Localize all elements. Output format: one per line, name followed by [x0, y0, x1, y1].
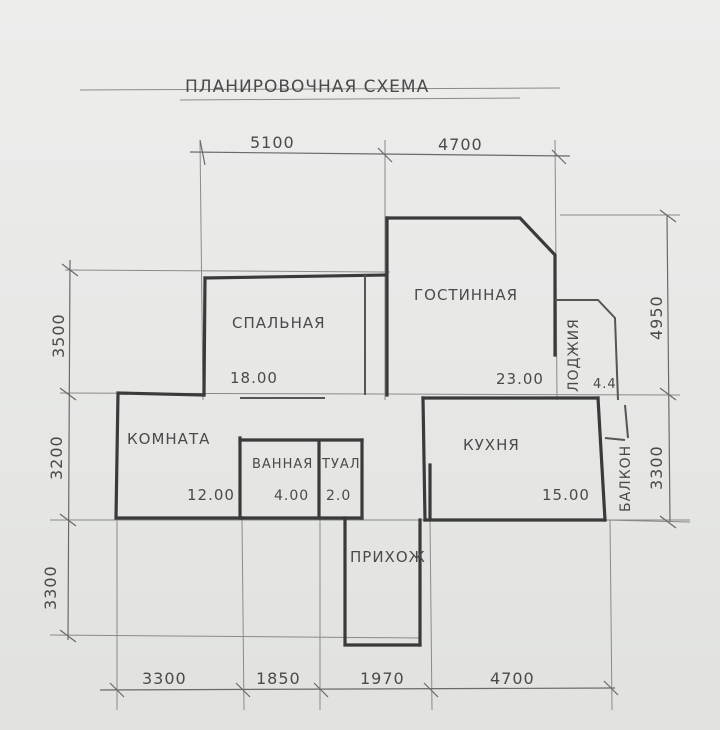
room-living-area: 23.00	[496, 370, 544, 388]
room-living-name: ГОСТИННАЯ	[414, 286, 518, 304]
dim-top-1: 5100	[250, 133, 295, 152]
dim-left-3: 3300	[41, 565, 60, 610]
room-bathroom-name: ВАННАЯ	[252, 457, 313, 472]
room-balcony-name: БАЛКОН	[618, 445, 634, 512]
dim-left-2: 3200	[47, 435, 66, 480]
room-hall-name: ПРИХОЖ	[350, 548, 426, 566]
room-bedroom-name: СПАЛЬНАЯ	[232, 314, 326, 332]
room-kitchen-name: КУХНЯ	[463, 436, 520, 454]
walls	[114, 216, 629, 647]
dim-top-2: 4700	[438, 135, 483, 154]
dim-right-2: 3300	[647, 445, 666, 490]
title-underline-2	[179, 97, 521, 101]
room-kitchen-area: 15.00	[542, 486, 590, 504]
room-bathroom-area: 4.00	[274, 488, 309, 504]
dimension-lines	[59, 139, 677, 698]
room-loggia-area: 4.4	[593, 377, 617, 392]
dim-left-1: 3500	[49, 313, 68, 358]
room-toilet-area: 2.0	[326, 488, 351, 504]
dim-bottom-1: 3300	[142, 669, 187, 688]
room-toilet-name: ТУАЛ	[321, 457, 361, 472]
dim-bottom-3: 1970	[360, 669, 405, 688]
plan-title: ПЛАНИРОВОЧНАЯ СХЕМА	[185, 77, 429, 97]
construction-lines	[49, 139, 691, 711]
room-loggia-name: ЛОДЖИЯ	[566, 318, 582, 392]
room-room-area: 12.00	[187, 486, 235, 504]
room-bedroom-area: 18.00	[230, 369, 278, 387]
title-underline-1	[79, 87, 561, 91]
dim-bottom-2: 1850	[256, 669, 301, 688]
dim-right-1: 4950	[647, 295, 666, 340]
dim-bottom-4: 4700	[490, 669, 535, 688]
room-room-name: КОМНАТА	[127, 430, 210, 448]
